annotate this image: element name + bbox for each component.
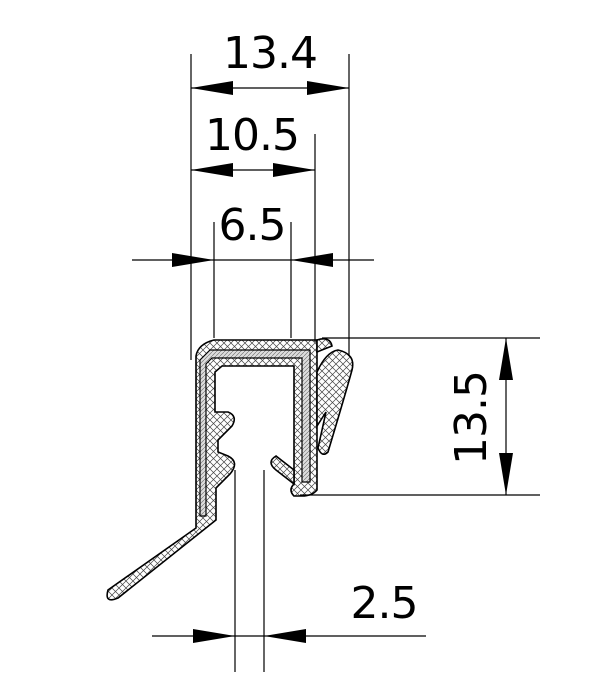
dim-6-5: 6.5 [132,200,374,267]
dim-10-5: 10.5 [191,110,315,177]
extension-lines [190,54,540,672]
dim-label-channel-width: 6.5 [219,200,286,251]
arrowhead-bottom [499,453,513,495]
arrowhead-top [499,338,513,380]
arrowhead-left [191,163,233,177]
arrowhead-right [273,163,315,177]
dim-label-inner-reach: 10.5 [205,110,299,161]
dim-13-5: 13.5 [446,338,513,495]
inner-barb [270,455,295,486]
arrowhead-right [264,629,306,643]
sealing-lip [316,349,354,456]
seal-profile [106,338,354,601]
dim-2-5: 2.5 [152,578,426,643]
dim-label-overall-width: 13.4 [223,28,317,79]
arrowhead-right [291,253,333,267]
channel-body [106,339,318,601]
arrowhead-left [193,629,235,643]
arrowhead-right [307,81,349,95]
dim-label-height: 13.5 [446,371,497,465]
steel-carrier [199,349,311,517]
arrowhead-left [191,81,233,95]
dim-label-gap: 2.5 [351,578,418,629]
arrowhead-left [172,253,214,267]
dim-13-4: 13.4 [191,28,349,95]
lip-bump [316,338,333,354]
